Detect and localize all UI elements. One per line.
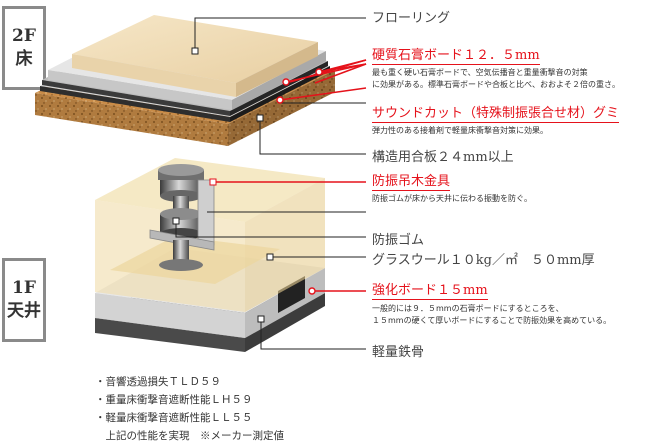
reinforced-board-description-1: 一般的には９．５mmの石膏ボードにするところを、 [372, 304, 564, 313]
label-anti-vibration-rubber: 防振ゴム [372, 233, 425, 248]
reinforced-board-description-2: １５mmの硬くて厚いボードにすることで防振効果を高めている。 [372, 316, 612, 325]
hanger-description: 防振ゴムが床から天井に伝わる振動を防ぐ。 [372, 194, 532, 203]
hard-gypsum-description-1: 最も重く硬い石膏ボードで、空気伝播音と重量衝撃音の対策 [372, 68, 588, 77]
floor-tag-1f: 1F 天井 [2, 258, 46, 342]
floor-assembly [35, 15, 335, 146]
spec-light-impact-sound: ・軽量床衝撃音遮断性能ＬＬ５５ [95, 412, 253, 424]
label-hard-gypsum-board: 硬質石膏ボード１２．５mm [372, 48, 540, 65]
label-reinforced-board: 強化ボード１５mm [372, 283, 488, 300]
floor-tag-1f-level: 1F [12, 278, 36, 299]
floor-tag-1f-name: 天井 [7, 301, 41, 321]
floor-tag-2f-name: 床 [15, 49, 33, 69]
leader-lines [175, 17, 366, 350]
sound-cut-description: 弾力性のある接着剤で軽量床衝撃音対策に効果。 [372, 126, 548, 135]
spec-note: 上記の性能を実現 ※メーカー測定値 [95, 430, 284, 442]
label-light-steel-frame: 軽量鉄骨 [372, 345, 425, 360]
label-anti-vibration-hanger: 防振吊木金具 [372, 174, 451, 191]
label-structural-plywood: 構造用合板２４mm以上 [372, 150, 514, 165]
anti-vibration-hanger [149, 164, 215, 271]
spec-sound-transmission-loss: ・音響透過損失ＴＬＤ５９ [95, 376, 221, 388]
accent-leader-lines [213, 59, 367, 292]
spec-heavy-impact-sound: ・重量床衝撃音遮断性能ＬＨ５９ [95, 394, 253, 406]
label-glass-wool: グラスウール１０kg／㎡ ５０mm厚 [372, 253, 595, 268]
marker-squares [172, 47, 323, 323]
label-sound-cut: サウンドカット（特殊制振張合せ材）グミ [372, 106, 620, 123]
floor-tag-2f-level: 2F [12, 26, 36, 47]
floor-tag-2f: 2F 床 [2, 6, 46, 90]
hard-gypsum-description-2: に効果がある。標準石膏ボードや合板と比べ、おおよそ２倍の重さ。 [372, 80, 620, 89]
label-flooring: フローリング [372, 11, 451, 26]
